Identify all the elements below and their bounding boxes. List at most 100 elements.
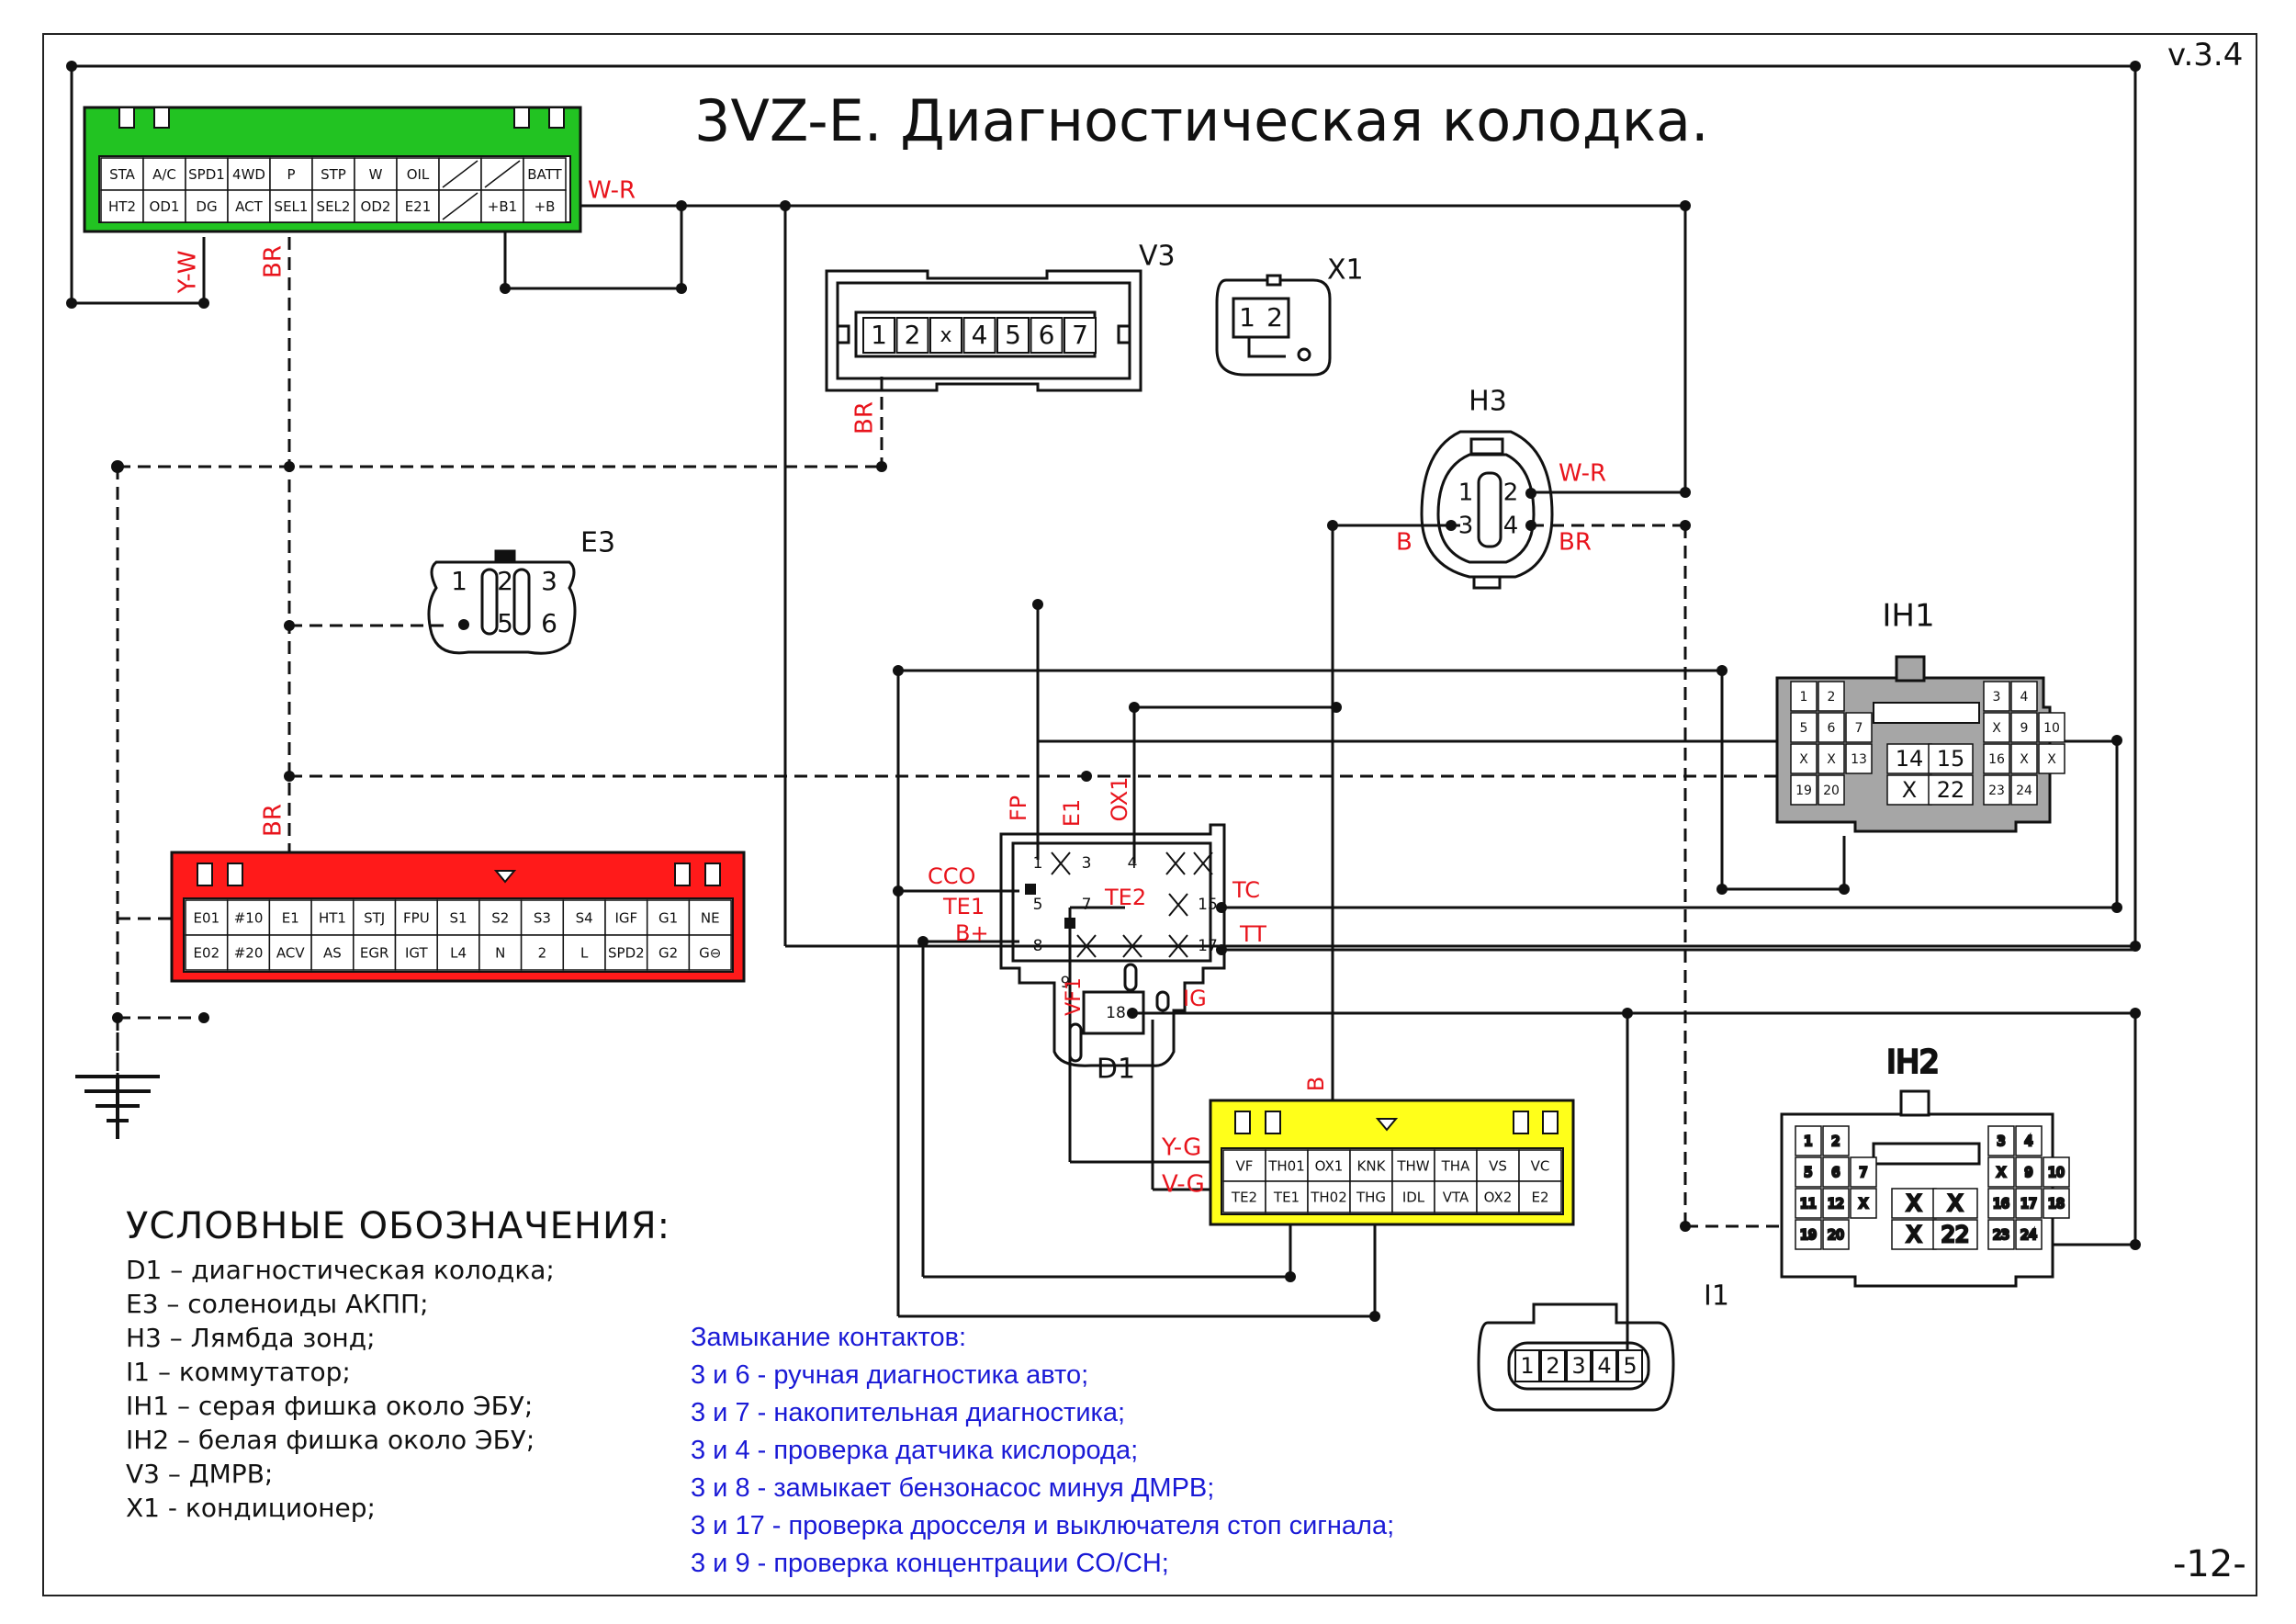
ecu-pin-label: OX1 (1315, 1158, 1344, 1175)
v3-pin (1064, 317, 1097, 354)
ecu-pin-label: L (580, 945, 589, 962)
legend-item: H3 – Лямбда зонд; (126, 1323, 376, 1353)
ecu-pin-label: TH01 (1267, 1158, 1305, 1175)
ecu-pin-label: BATT (527, 166, 562, 183)
ih2-pin-cell (2043, 1188, 2070, 1219)
x1-pin-label: 2 (1266, 302, 1283, 333)
ecu-pin-label: S4 (576, 910, 593, 927)
ecu-pin-label: +B1 (488, 198, 517, 215)
ecu-pin-label: OIL (407, 166, 430, 183)
ecu-pin-cell (1349, 1149, 1393, 1182)
wire-label-h3-b: B (1396, 529, 1412, 557)
ecu-pin-cell (562, 934, 606, 971)
ih2-pin-cell (1795, 1125, 1822, 1156)
ecu-pin-label: N (495, 945, 505, 962)
ih2-name: IH2 (1886, 1044, 1939, 1081)
ecu-pin-cell (523, 189, 567, 223)
ecu-pin-label: TH02 (1310, 1190, 1347, 1206)
wire-label-br1: BR (260, 245, 287, 278)
h3-pin-dot (1446, 520, 1457, 531)
i1-connector (1477, 1303, 1675, 1412)
d1-pin-square (1064, 918, 1075, 929)
d1-pin-label: 7 (1082, 896, 1092, 914)
ecu-pin-label: #10 (234, 910, 264, 927)
ih2-pin-label: 11 (1800, 1197, 1817, 1212)
ih2-pin-cell (2015, 1188, 2043, 1219)
ih2-pin-label: 3 (1998, 1134, 2006, 1149)
ih2-pin-cell (1822, 1219, 1850, 1250)
ih2-pin-cell (2043, 1156, 2070, 1188)
e3-pin-dot (458, 619, 469, 630)
ecu-pin-cell (394, 934, 438, 971)
dashed-wires (116, 237, 2030, 1228)
ih2-pin-label: X (1859, 1197, 1868, 1212)
ecu-pin-cell (436, 899, 480, 936)
wire-label-br-v3: BR (851, 401, 879, 434)
page-number: -12- (2173, 1543, 2246, 1585)
e3-pin-label: 5 (497, 608, 513, 638)
notes-list: 3 и 6 - ручная диагностика авто;3 и 7 - … (691, 1357, 1394, 1583)
ih2-pin-label: X (1948, 1190, 1963, 1216)
i1-pin-label: 1 (1520, 1353, 1534, 1379)
ecu-pin-cell (478, 899, 523, 936)
d1-pin-label: 15 (1198, 896, 1218, 914)
ih2-pin-label: 5 (1805, 1166, 1813, 1180)
ih1-pin-label: 1 (1800, 690, 1808, 705)
ih2-pin-label: X (1907, 1222, 1921, 1247)
note-item: 3 и 6 - ручная диагностика авто; (691, 1360, 1089, 1390)
ecu-pin-label: VC (1531, 1158, 1550, 1175)
ih1-pin-label: 16 (1988, 752, 2005, 767)
ih1-pin-cell (1983, 743, 2010, 774)
ecu-pin-label: VF (1236, 1158, 1254, 1175)
legend-item: IH1 – серая фишка около ЭБУ; (126, 1391, 534, 1421)
wire-label-te2: TE2 (1104, 885, 1146, 910)
legend-item: E3 – соленоиды АКПП; (126, 1289, 429, 1319)
ih1-pin-cell (1983, 681, 2010, 712)
ecu-pin-cell (1222, 1180, 1266, 1213)
d1-cross (1165, 851, 1186, 875)
d1-pin-label: 8 (1033, 937, 1043, 955)
wire-label-yg: Y-G (1161, 1134, 1201, 1162)
note-item: 3 и 8 - замыкает бензонасос минуя ДМРВ; (691, 1473, 1215, 1503)
ih1-pin-label: X (1827, 752, 1836, 767)
ih1-pin-cell (1928, 743, 1974, 774)
d1-cross (1168, 893, 1188, 917)
ih1-pin-cell (1790, 743, 1818, 774)
ecu-pin-label: SPD2 (608, 945, 645, 962)
ecu-pin-cell (1434, 1180, 1478, 1213)
empty-pin-slash (442, 192, 478, 220)
ih2-pin-cell (1891, 1188, 1937, 1219)
ih2-pin-label: 16 (1993, 1197, 2009, 1212)
ecu-pin-label: HT1 (319, 910, 346, 927)
ih2-pin-cell (1987, 1125, 2015, 1156)
ecu-pin-label: SEL2 (317, 198, 351, 215)
ih2-pin-label: 7 (1860, 1166, 1868, 1180)
ih1-pin-label: 19 (1795, 784, 1812, 798)
wire-label-cco: CCO (928, 863, 975, 889)
ecu-pin-cell (562, 899, 606, 936)
ih1-pin-cell (2038, 712, 2065, 743)
ih1-name: IH1 (1882, 598, 1934, 635)
ecu-pin-label: ACV (276, 945, 305, 962)
ih1-pin-label: 10 (2043, 721, 2060, 736)
d1-cross (1076, 934, 1097, 958)
d1-pin-square (1025, 884, 1036, 895)
ecu-pin-label: P (287, 166, 295, 183)
v3-pin-label: 6 (1039, 320, 1055, 350)
wire-label-e1: E1 (1059, 799, 1085, 827)
v3-pin (1030, 317, 1064, 354)
i1-pin-label: 5 (1623, 1353, 1637, 1379)
ih2-pin-label: 23 (1993, 1228, 2009, 1243)
h3-pin-label: 2 (1503, 479, 1519, 507)
ecu-pin-label: G1 (658, 910, 678, 927)
ecu-pin-cell (226, 899, 271, 936)
ih1-pin-cell (1790, 774, 1818, 806)
ih1-pin-label: 14 (1896, 746, 1924, 772)
ih2-pin-label: X (1997, 1166, 2006, 1180)
ih1-pin-label: 4 (2020, 690, 2029, 705)
i1-pin (1566, 1349, 1592, 1382)
ecu-pin-cell (227, 189, 271, 223)
